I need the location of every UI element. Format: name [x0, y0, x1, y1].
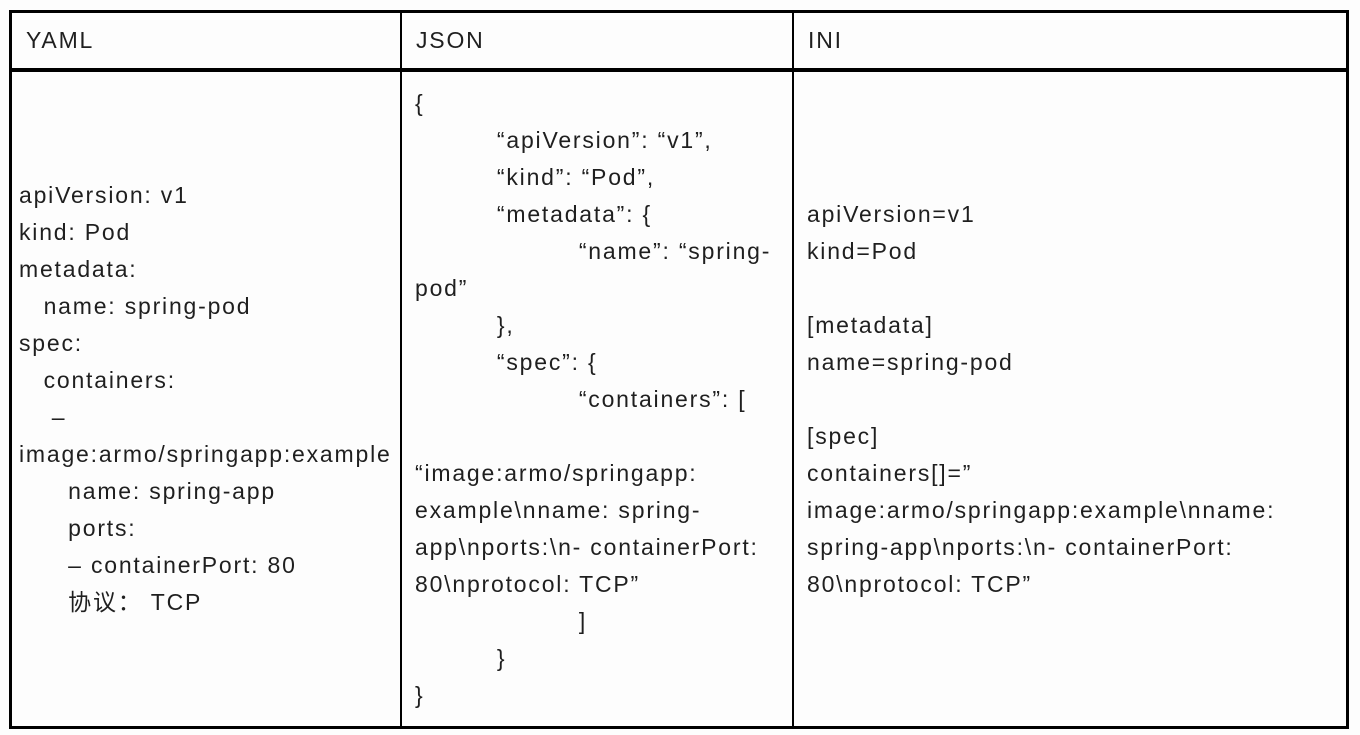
header-cell-ini: INI — [792, 13, 1346, 72]
ini-code-cell: apiVersion=v1 kind=Pod [metadata] name=s… — [792, 72, 1346, 726]
header-cell-json: JSON — [400, 13, 792, 72]
yaml-column-header: YAML — [26, 27, 95, 53]
ini-code: apiVersion=v1 kind=Pod [metadata] name=s… — [807, 200, 1276, 597]
yaml-code: apiVersion: v1 kind: Pod metadata: name:… — [19, 182, 392, 615]
json-column-header: JSON — [416, 27, 485, 53]
yaml-code-cell: apiVersion: v1 kind: Pod metadata: name:… — [12, 72, 400, 726]
header-cell-yaml: YAML — [12, 13, 400, 72]
format-comparison-table: YAML JSON INI apiVersion: v1 kind: Pod m… — [9, 10, 1349, 729]
json-code: { “apiVersion”: “v1”, “kind”: “Pod”, “me… — [415, 89, 772, 708]
json-code-cell: { “apiVersion”: “v1”, “kind”: “Pod”, “me… — [400, 72, 792, 726]
ini-column-header: INI — [808, 27, 843, 53]
